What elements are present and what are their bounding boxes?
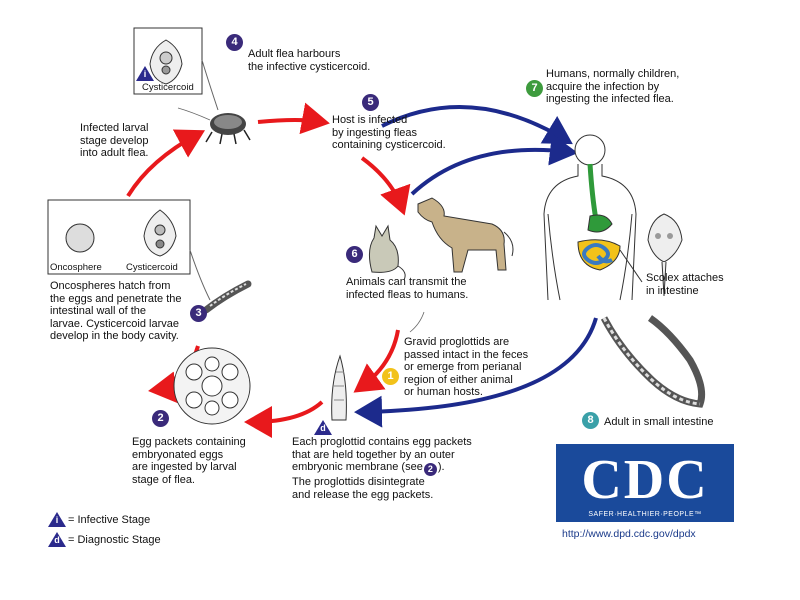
arrow-flea-to-host — [258, 120, 322, 122]
cdc-logo-tagline: SAFER·HEALTHIER·PEOPLE™ — [556, 511, 734, 518]
step-4-text: Adult flea harbours the infective cystic… — [248, 48, 370, 73]
dog-illustration — [418, 198, 513, 272]
proglottid-illustration — [332, 356, 347, 420]
adult-worm-illustration — [604, 318, 702, 404]
step-2-text: Egg packets containing embryonated eggs … — [132, 436, 246, 486]
legend: i = Infective Stage d = Diagnostic Stage — [48, 512, 248, 552]
cysticercoid-label-left: Cysticercoid — [126, 262, 178, 273]
infective-stage-mark: i — [136, 66, 154, 81]
cdc-logo: CDC SAFER·HEALTHIER·PEOPLE™ — [556, 444, 734, 522]
egg-packet-illustration — [174, 348, 250, 424]
flea-illustration — [206, 113, 250, 144]
step-3-marker: 3 — [190, 305, 207, 322]
oncosphere-label: Oncosphere — [50, 262, 102, 273]
scolex-text: Scolex attaches in intestine — [646, 272, 724, 297]
human-body-illustration — [544, 135, 642, 300]
step-4-marker: 4 — [226, 34, 243, 51]
proglottid-text: Each proglottid contains egg packets tha… — [292, 436, 472, 501]
cysticercoid-label-top: Cysticercoid — [142, 82, 194, 93]
ref-step-2-marker: 2 — [424, 463, 437, 476]
arrow-host-to-animals — [362, 158, 402, 208]
larva-illustration — [206, 284, 248, 310]
cdc-logo-letters: CDC — [556, 450, 734, 510]
legend-diagnostic-label: = Diagnostic Stage — [68, 534, 161, 547]
arrow-proglottid-to-egg — [252, 402, 322, 422]
cat-illustration — [369, 226, 405, 280]
step-8-marker: 8 — [582, 412, 599, 429]
legend-diagnostic-icon: d — [48, 532, 66, 547]
step-3-text: Oncospheres hatch from the eggs and pene… — [50, 280, 182, 343]
step-2-marker: 2 — [152, 410, 169, 427]
larval-stage-text: Infected larval stage develop into adult… — [80, 122, 149, 160]
cdc-url[interactable]: http://www.dpd.cdc.gov/dpdx — [562, 528, 696, 540]
step-5-marker: 5 — [362, 94, 379, 111]
step-7-text: Humans, normally children, acquire the i… — [546, 68, 679, 106]
step-8-text: Adult in small intestine — [604, 416, 713, 429]
step-7-marker: 7 — [526, 80, 543, 97]
legend-infective-icon: i — [48, 512, 66, 527]
step-1-text: Gravid proglottids are passed intact in … — [404, 336, 528, 399]
step-6-text: Animals can transmit the infected fleas … — [346, 276, 468, 301]
legend-infective-label: = Infective Stage — [68, 514, 150, 527]
arrow-animals-to-human — [412, 150, 570, 194]
diagnostic-stage-mark: d — [314, 420, 332, 435]
step-1-marker: 1 — [382, 368, 399, 385]
step-5-text: Host is infected by ingesting fleas cont… — [332, 114, 446, 152]
step-6-marker: 6 — [346, 246, 363, 263]
